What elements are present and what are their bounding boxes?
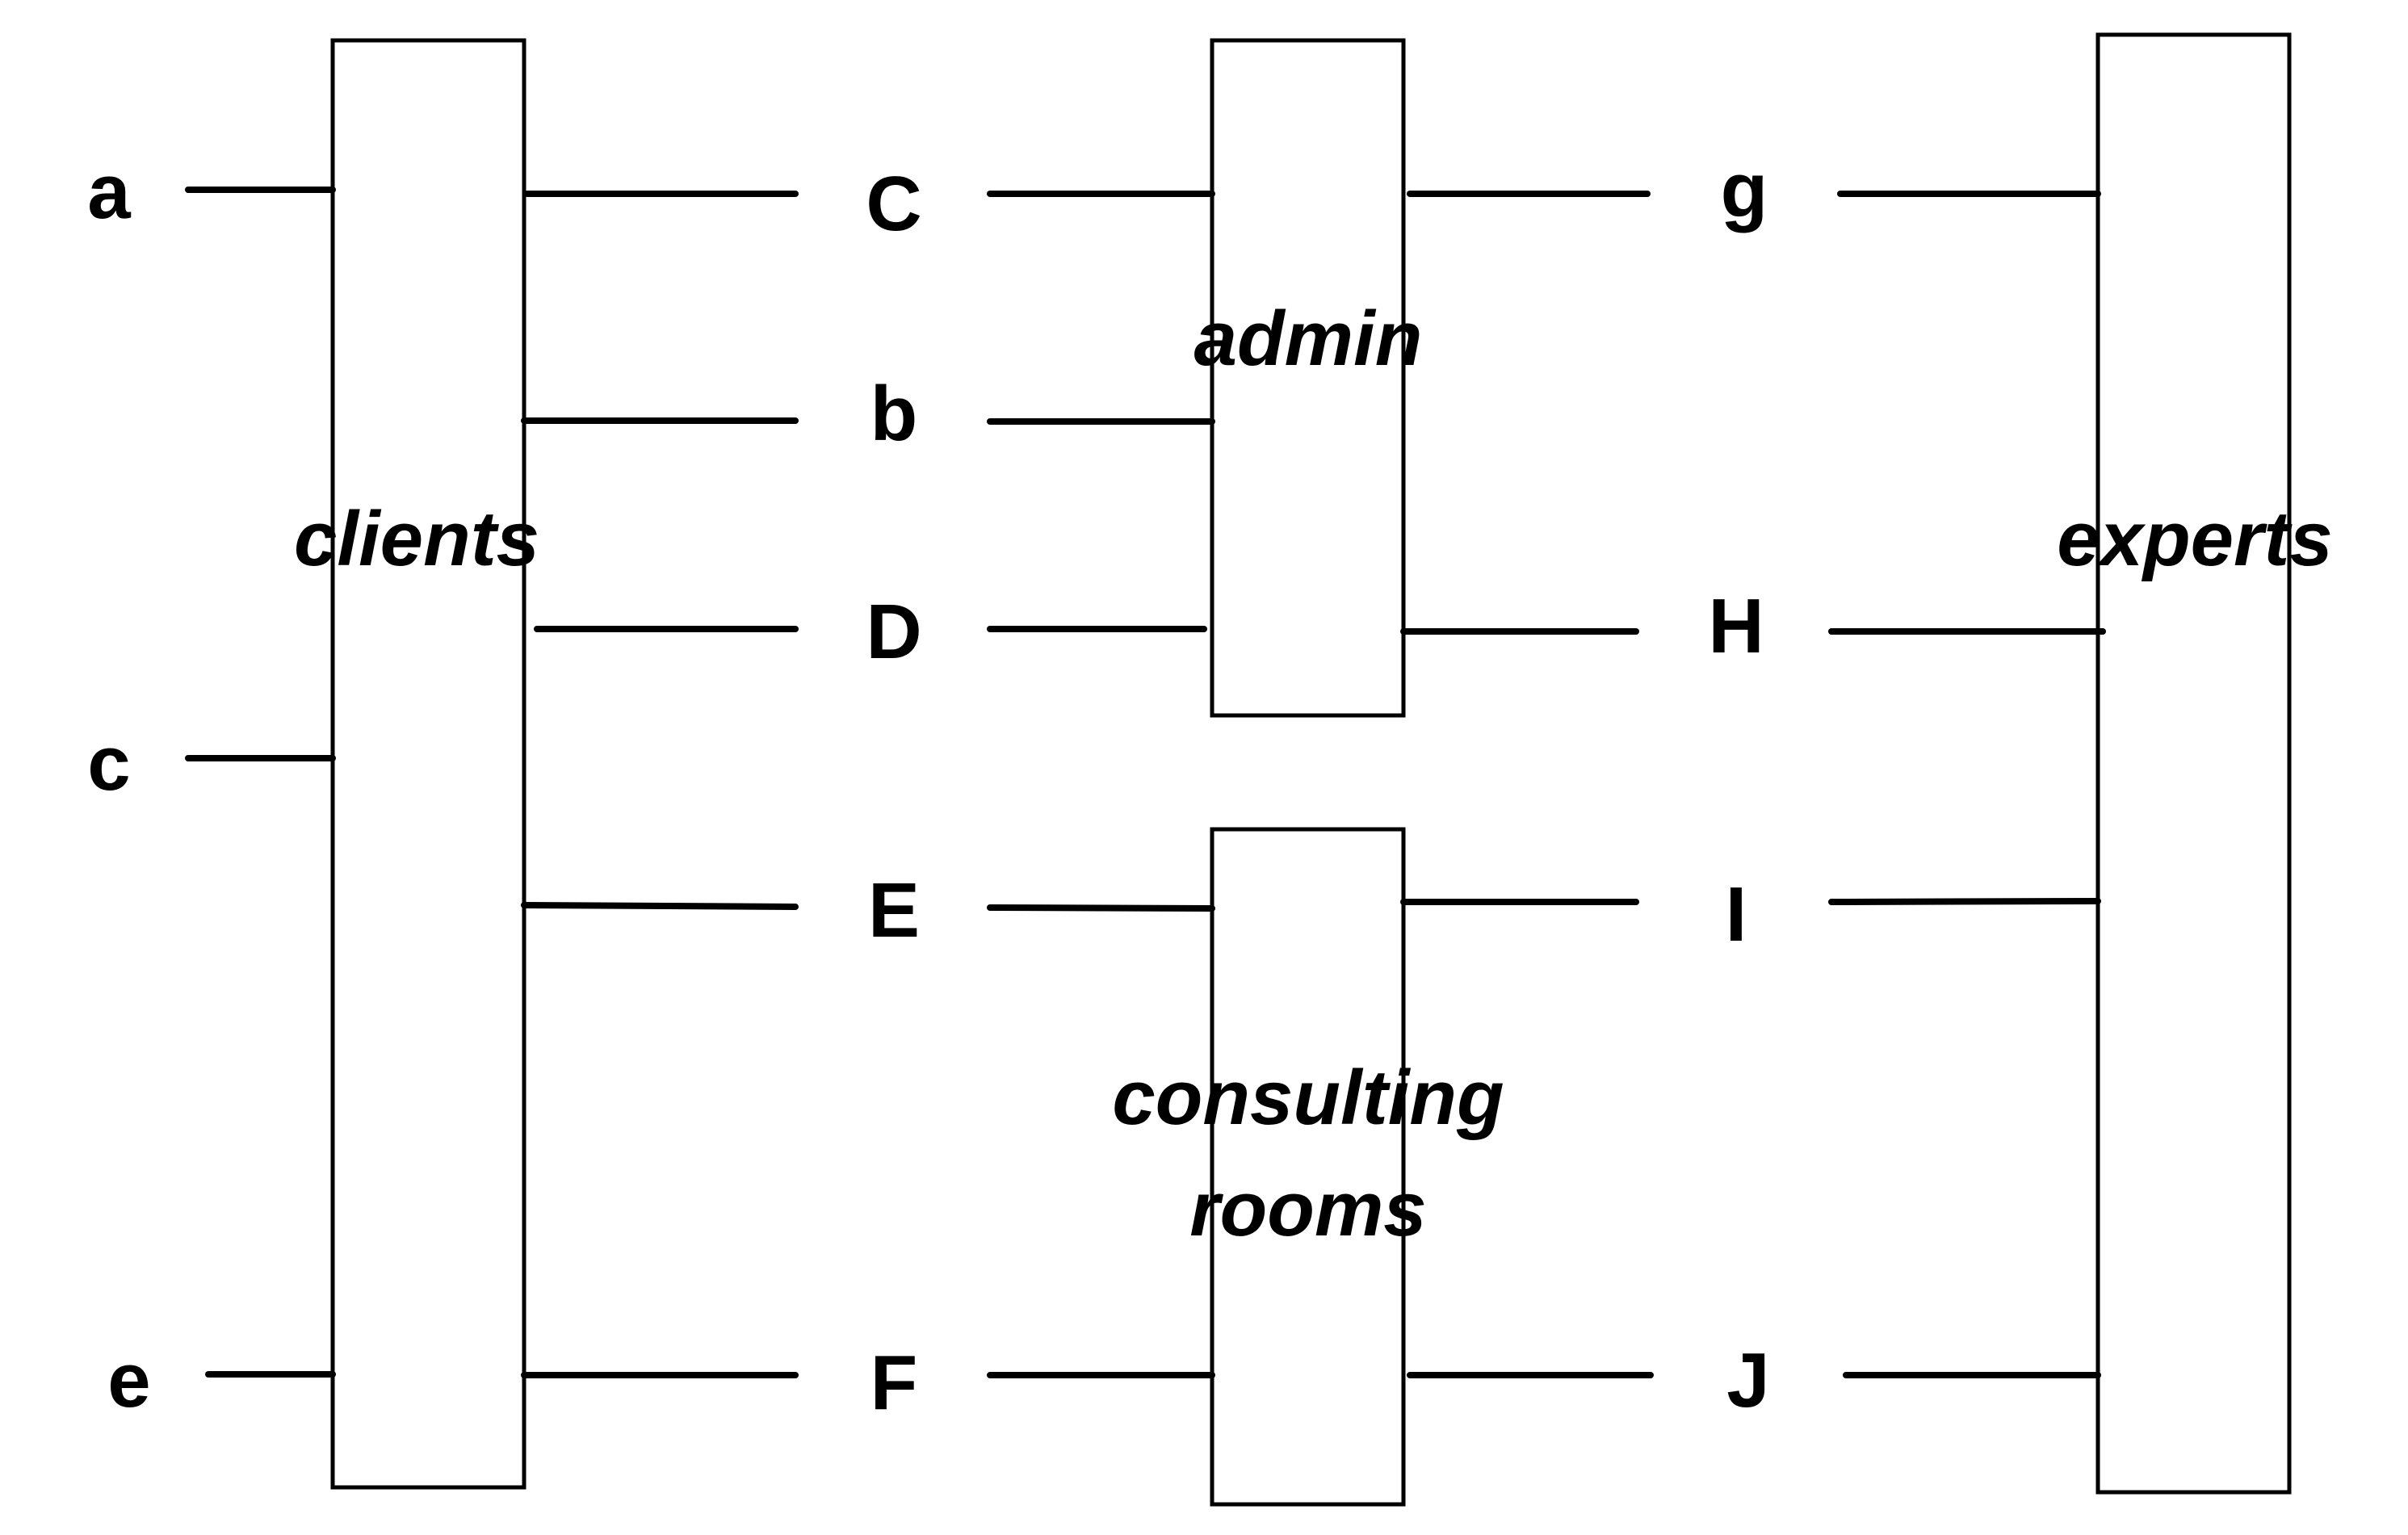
- node-label-E: E: [868, 867, 920, 954]
- consulting-rooms-label-line1: consulting: [1112, 1055, 1504, 1141]
- admin-box: [1210, 38, 1406, 718]
- node-label-J: J: [1726, 1337, 1769, 1424]
- node-label-a: a: [87, 149, 131, 235]
- node-label-H: H: [1708, 583, 1764, 669]
- node-label-c: c: [87, 720, 130, 807]
- experts-label: experts: [2057, 496, 2333, 582]
- consulting-rooms-box: [1210, 827, 1406, 1507]
- node-label-I: I: [1726, 871, 1747, 958]
- consulting-rooms-label-line2: rooms: [1189, 1166, 1426, 1252]
- node-label-C: C: [866, 161, 921, 247]
- experts-box: [2095, 32, 2292, 1495]
- admin-label: admin: [1194, 296, 1423, 382]
- node-label-b: b: [870, 371, 918, 457]
- node-label-D: D: [866, 589, 921, 675]
- edge-clients-E: [521, 902, 799, 910]
- node-label-g: g: [1721, 147, 1768, 233]
- clients-box: [330, 38, 526, 1490]
- node-label-e: e: [107, 1337, 150, 1424]
- edge-I-experts: [1828, 898, 2101, 905]
- node-label-F: F: [870, 1340, 918, 1426]
- clients-label: clients: [294, 496, 539, 582]
